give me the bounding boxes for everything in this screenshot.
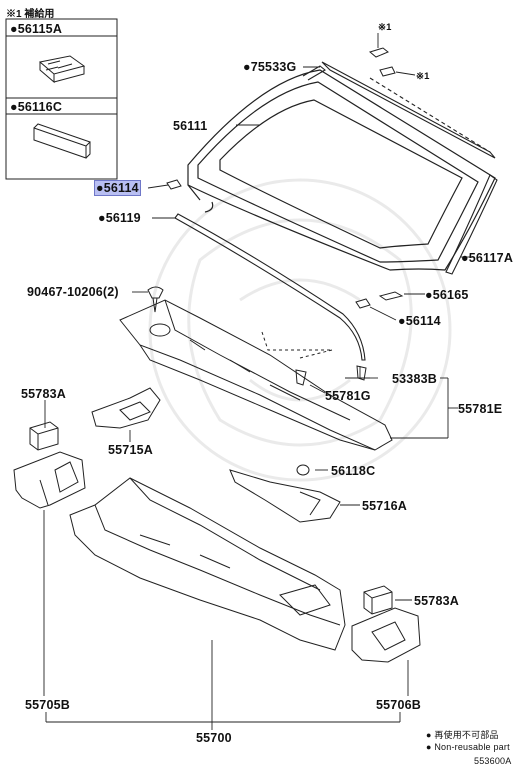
callout-56118c[interactable]: 56118C (331, 464, 376, 478)
clip-parts (147, 47, 404, 476)
legend-english: ● Non-reusable part (426, 742, 510, 752)
mark1-top: ※1 (378, 22, 392, 33)
callout-55706b[interactable]: 55706B (376, 698, 421, 712)
callout-55716a[interactable]: 55716A (362, 499, 407, 513)
callout-55705b[interactable]: 55705B (25, 698, 70, 712)
callout-53383b[interactable]: 53383B (392, 372, 437, 386)
callout-55783a-left[interactable]: 55783A (21, 387, 66, 401)
callout-55783a-right[interactable]: 55783A (414, 594, 459, 608)
cowl-top-panel (119, 299, 393, 451)
legend-japanese: ● 再使用不可部品 (426, 730, 499, 740)
callout-56117a[interactable]: ●56117A (461, 251, 514, 265)
callout-56111[interactable]: 56111 (173, 119, 208, 133)
callout-56165[interactable]: ●56165 (425, 288, 469, 302)
side-moulding (445, 174, 498, 275)
callout-55781g[interactable]: 55781G (325, 389, 371, 403)
callout-56119[interactable]: ●56119 (98, 211, 141, 225)
callout-56114-highlighted[interactable]: ●56114 (94, 180, 141, 196)
callout-55700[interactable]: 55700 (196, 731, 232, 745)
weatherstrip (174, 213, 366, 361)
inset-label-56116c: ●56116C (10, 100, 63, 114)
callout-55715a[interactable]: 55715A (108, 443, 153, 457)
callout-75533g[interactable]: ●75533G (243, 60, 297, 74)
supply-note: ※1 補給用 (6, 9, 55, 20)
pad-parts (29, 421, 393, 615)
figure-code: 553600A (474, 756, 512, 766)
callout-56114-mid[interactable]: ●56114 (398, 314, 441, 328)
callout-90467-10206[interactable]: 90467-10206(2) (27, 285, 119, 299)
bracket-55706b (351, 607, 421, 663)
mark1-right: ※1 (416, 71, 430, 82)
bracket-left (91, 387, 161, 429)
leader-lines (43, 33, 473, 730)
supply-parts-inset (5, 18, 118, 180)
dash-panel (69, 477, 346, 651)
bracket-55716a (229, 469, 341, 523)
watermark-logo (148, 178, 452, 482)
bracket-55705b (13, 451, 86, 509)
inset-label-56115a: ●56115A (10, 22, 63, 36)
windshield-glass (187, 69, 496, 271)
callout-55781e[interactable]: 55781E (458, 402, 503, 416)
roof-moulding (302, 61, 496, 159)
